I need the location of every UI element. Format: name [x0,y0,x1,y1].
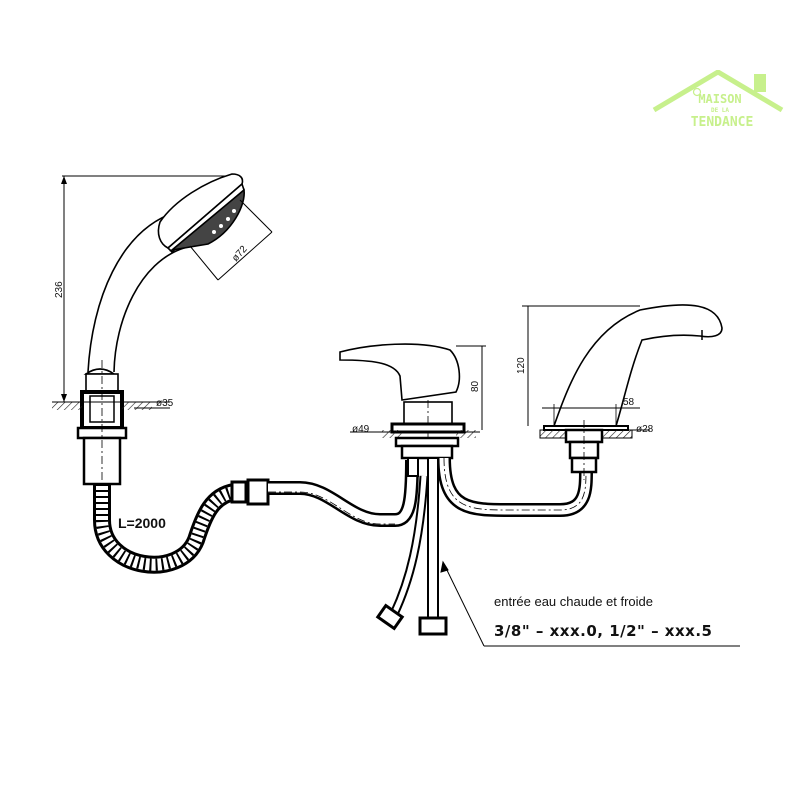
spout-base-diameter: ø28 [636,424,654,435]
lever-mixer-base-diameter: ø49 [352,424,370,435]
inlet-note-label: entrée eau chaude et froide [494,594,654,609]
inlet-sizes-label: 3/8" – xxx.0, 1/2" – xxx.5 [494,622,713,640]
hose-length-label: L=2000 [118,515,166,531]
hand-shower-height-dim: 236 [54,281,65,298]
hand-shower-head-diameter: ø72 [230,244,250,264]
inlet-leader-line [440,560,740,647]
lever-mixer [339,343,486,636]
pipe-to-spout [437,457,593,517]
hand-shower-base-diameter: ø35 [156,398,174,409]
flexible-hose [93,459,419,574]
logo-line-3: TENDANCE [691,115,754,130]
spout [522,304,723,480]
logo-line-2: DE LA [711,107,729,114]
spout-width-dim: 58 [623,397,635,408]
maison-de-la-tendance-logo: MAISON DE LA TENDANCE [652,70,784,130]
hand-shower [52,173,273,486]
spout-height-dim: 120 [516,357,527,374]
lever-mixer-height-dim: 80 [470,380,481,392]
logo-line-1: MAISON [698,92,741,106]
